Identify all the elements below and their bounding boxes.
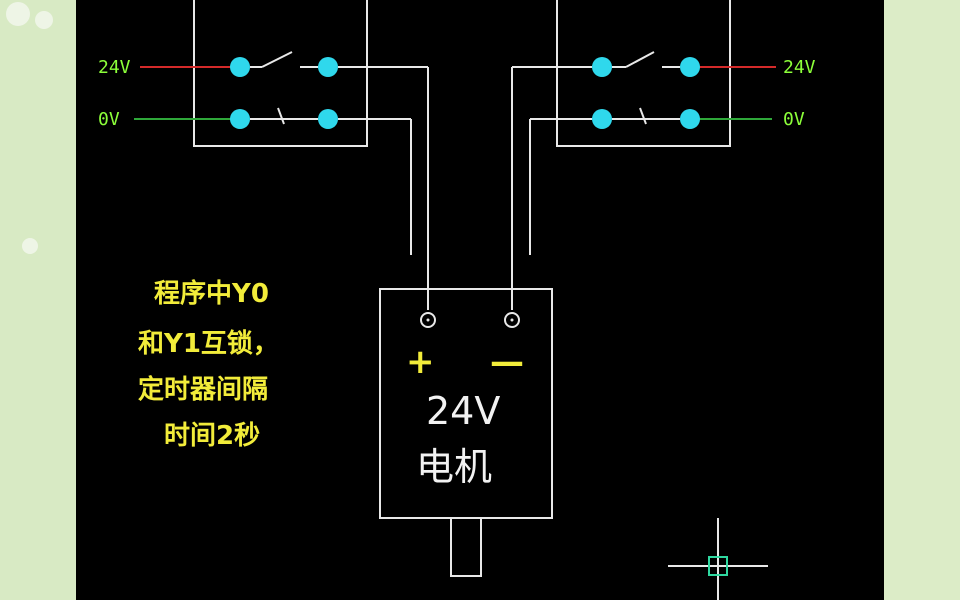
- motor: + — 24V 电机: [379, 288, 553, 577]
- right-terminal-bottom-in: [592, 109, 612, 129]
- note-line-3: 定时器间隔: [138, 374, 268, 405]
- background-blob: [6, 2, 30, 26]
- motor-plus-sign: +: [406, 342, 435, 382]
- motor-name-label: 电机: [416, 445, 492, 489]
- right-relay: 24V 0V: [512, 0, 816, 147]
- note-line-1: 程序中Y0: [154, 278, 269, 309]
- left-terminal-top-in: [230, 57, 250, 77]
- motor-plus-terminal: [420, 312, 436, 328]
- right-0v-label: 0V: [783, 109, 805, 130]
- left-terminal-bottom-in: [230, 109, 250, 129]
- left-nc-contact-mark: [277, 107, 285, 125]
- motor-plus-terminal-dot: [426, 318, 430, 322]
- motor-minus-sign: —: [490, 342, 524, 382]
- left-terminal-bottom-out: [318, 109, 338, 129]
- right-nc-contact-mark: [639, 107, 647, 125]
- motor-voltage-label: 24V: [426, 389, 500, 433]
- right-no-contact-blade: [625, 51, 655, 68]
- left-relay-box: [193, 0, 368, 147]
- right-terminal-top-out: [680, 57, 700, 77]
- background-blob: [22, 238, 38, 254]
- motor-shaft: [450, 517, 482, 577]
- left-terminal-top-out: [318, 57, 338, 77]
- right-margin-background: [884, 0, 960, 600]
- left-no-contact-blade: [261, 51, 293, 68]
- note-line-4: 时间2秒: [164, 421, 260, 451]
- motor-minus-terminal-dot: [510, 318, 514, 322]
- left-relay: 24V 0V: [98, 0, 428, 147]
- left-24v-label: 24V: [98, 57, 131, 78]
- left-0v-label: 0V: [98, 109, 120, 130]
- left-margin-background: [0, 0, 76, 600]
- background-blob: [35, 11, 53, 29]
- right-relay-box: [556, 0, 731, 147]
- crosshair-pickbox: [708, 556, 728, 576]
- motor-minus-terminal: [504, 312, 520, 328]
- cad-drawing-canvas[interactable]: [76, 0, 884, 600]
- right-terminal-bottom-out: [680, 109, 700, 129]
- note-line-2: 和Y1互锁，: [138, 328, 279, 359]
- right-terminal-top-in: [592, 57, 612, 77]
- crosshair-cursor-icon[interactable]: [668, 518, 768, 600]
- right-24v-label: 24V: [783, 57, 816, 78]
- program-note: 程序中Y0 和Y1互锁， 定时器间隔 时间2秒: [138, 278, 279, 451]
